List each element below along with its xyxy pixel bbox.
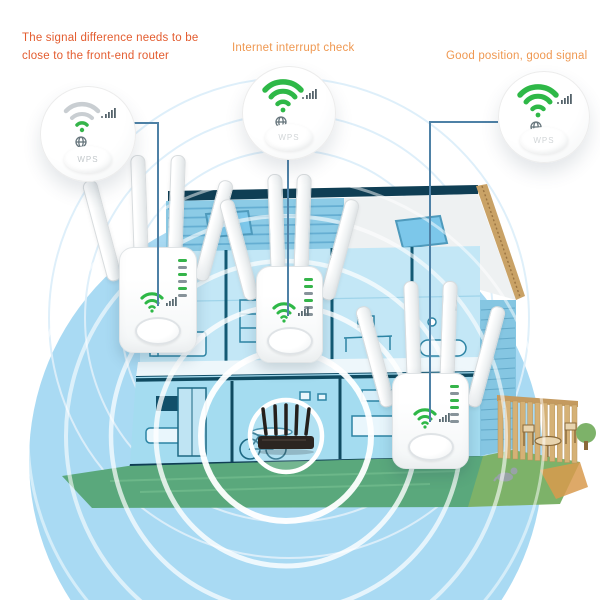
- garden-table-chairs: [522, 422, 577, 457]
- signal-bars-icon: [297, 307, 309, 316]
- bush: [576, 423, 596, 450]
- repeater-body: [392, 373, 469, 469]
- signal-bars-icon: [101, 108, 116, 118]
- yard-grass: [468, 450, 580, 507]
- wps-oval-button: [407, 433, 454, 461]
- signal-bars-icon: [302, 89, 317, 99]
- wps-button: WPS: [520, 127, 568, 154]
- signal-bars-icon: [438, 413, 450, 422]
- repeater-body: [119, 247, 197, 353]
- caption-front-end-router: The signal difference needs to be close …: [22, 32, 199, 62]
- signal-bars-icon: [557, 94, 572, 104]
- wps-button: WPS: [265, 124, 313, 151]
- led-indicators: [178, 259, 187, 297]
- router-antennas: [261, 403, 311, 436]
- repeater-body: [256, 266, 323, 363]
- repeater-device-right: [354, 280, 507, 469]
- wps-oval-button: [135, 317, 181, 345]
- led-indicators: [450, 385, 459, 423]
- caption-internet-check: Internet interrupt check: [232, 42, 355, 54]
- skylight-window: [394, 214, 449, 250]
- wps-button-label: WPS: [77, 155, 99, 164]
- repeater-top-view-left: WPS: [40, 86, 136, 182]
- router: [247, 397, 325, 475]
- repeater-device-middle: [218, 173, 361, 363]
- wps-button: WPS: [64, 146, 112, 173]
- wifi-weak-icon: [63, 101, 116, 148]
- led-indicators: [304, 278, 313, 316]
- wifi-logo-icon: [270, 297, 310, 328]
- signal-bars-icon: [166, 297, 177, 306]
- repeater-device-left: [81, 154, 235, 353]
- router-body: [258, 436, 314, 449]
- repeater-top-view-right: WPS: [498, 71, 590, 163]
- yard-ground: [540, 462, 588, 499]
- wps-oval-button: [266, 327, 313, 355]
- status-led: [535, 112, 541, 118]
- caption-good-position: Good position, good signal: [446, 50, 588, 62]
- repeater-top-view-middle: WPS: [242, 66, 336, 160]
- wps-button-label: WPS: [278, 133, 300, 142]
- wifi-logo-icon: [138, 287, 178, 318]
- status-led: [79, 127, 85, 133]
- roof-edge: [168, 185, 478, 201]
- wifi-logo-icon: [411, 403, 451, 434]
- wps-button-label: WPS: [533, 136, 555, 145]
- status-led: [280, 107, 286, 113]
